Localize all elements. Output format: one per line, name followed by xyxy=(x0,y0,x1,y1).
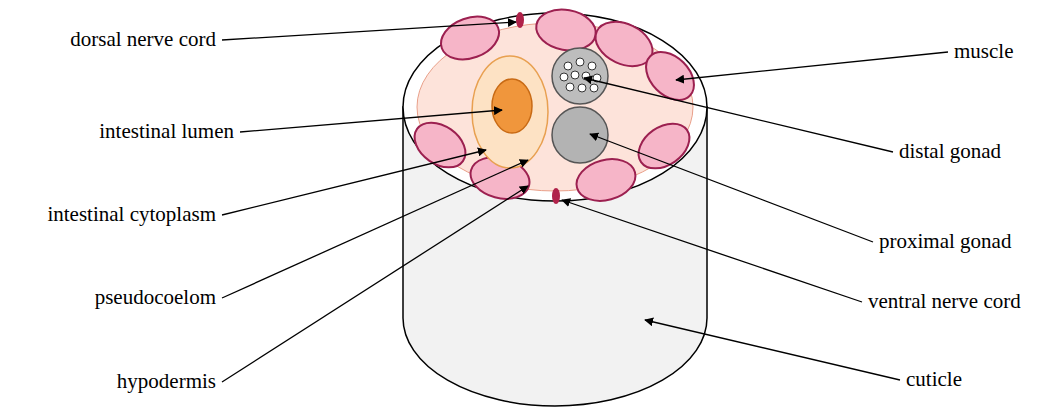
proximal-gonad xyxy=(552,107,608,163)
part-label: muscle xyxy=(954,39,1013,64)
distal-gonad xyxy=(552,48,608,104)
gonad-nuclei xyxy=(560,58,601,92)
part-label: intestinal cytoplasm xyxy=(47,202,216,227)
part-label: pseudocoelom xyxy=(95,285,216,310)
part-label: ventral nerve cord xyxy=(868,289,1021,314)
part-label: proximal gonad xyxy=(879,229,1011,254)
intestinal-lumen xyxy=(492,79,532,133)
ventral-nerve-cord xyxy=(552,188,560,204)
part-label: intestinal lumen xyxy=(99,119,234,144)
part-label: cuticle xyxy=(906,367,962,392)
part-label: hypodermis xyxy=(117,369,216,394)
part-label: distal gonad xyxy=(899,139,1001,164)
leader-lines xyxy=(222,22,948,382)
muscle-group xyxy=(406,5,703,207)
dorsal-nerve-cord xyxy=(516,12,524,28)
part-label: dorsal nerve cord xyxy=(70,27,216,52)
